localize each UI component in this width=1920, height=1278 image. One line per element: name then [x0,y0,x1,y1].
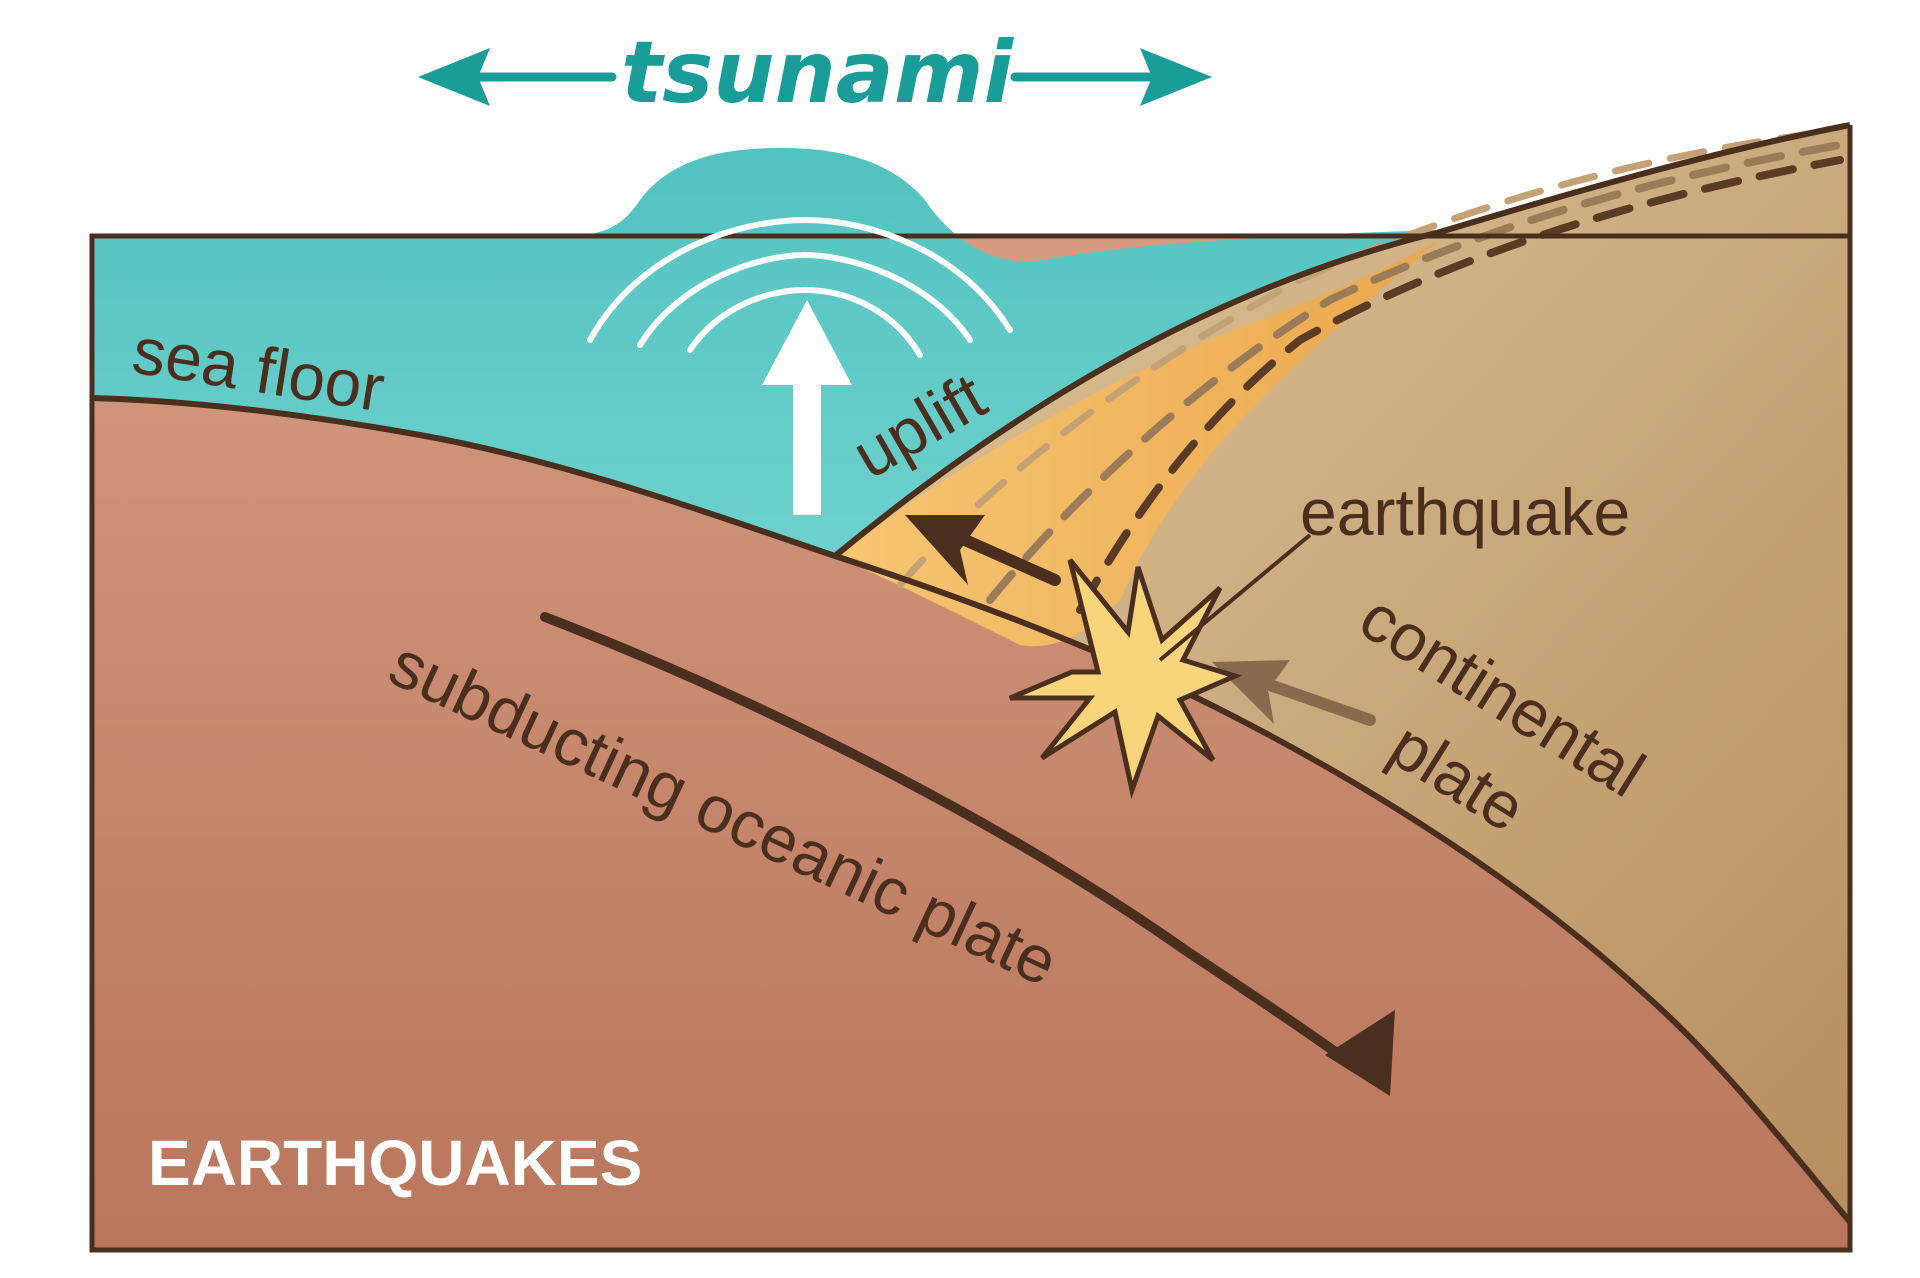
arrow-up-icon [762,300,852,515]
diagram-title: EARTHQUAKES [148,1127,642,1199]
wave-arcs [587,216,1013,358]
arrow-right-icon [1010,48,1212,106]
earthquake-label: earthquake [1300,475,1630,549]
tsunami-label: tsunami [621,23,1014,123]
arrow-left-icon [418,48,617,106]
earthquake-pointer-line [1158,533,1312,662]
curved-arrow-icon [540,612,1395,1096]
ocean-water [92,148,1440,560]
plate-boundary-line [91,395,1853,1224]
explosion-burst-icon [1009,533,1312,800]
fault-lines [896,126,1844,614]
continental-surface-line [833,122,1851,559]
wedge-motion-arrow [905,515,1061,586]
